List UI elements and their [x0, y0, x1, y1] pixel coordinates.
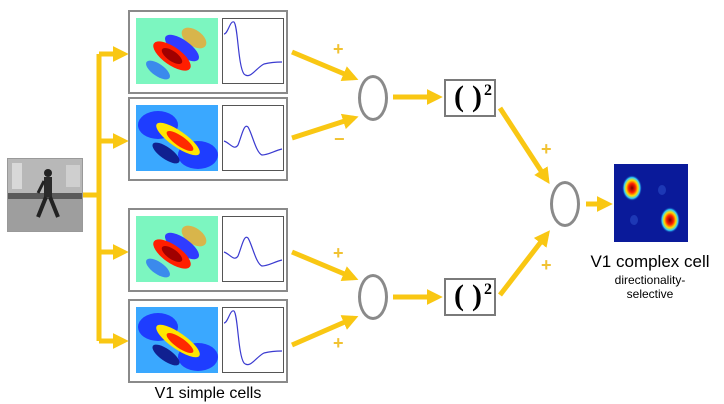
sign-plus: + [333, 243, 344, 263]
gabor-filter-icon [136, 307, 218, 373]
simple-cell-4 [128, 299, 288, 383]
connector-arrows [83, 45, 613, 350]
paren-close: ) [472, 279, 482, 312]
simple-cells-label: V1 simple cells [154, 385, 262, 402]
exponent: 2 [484, 281, 492, 298]
gabor-filter-icon [136, 216, 218, 282]
sign-minus: − [334, 129, 345, 149]
square-operator-2: ( ) 2 [444, 278, 496, 316]
sign-plus: + [541, 255, 552, 275]
impulse-response-icon [222, 216, 284, 282]
sum-node-3 [550, 181, 580, 227]
complex-cell-response-heatmap-icon [614, 164, 688, 242]
arrow-simple-2-to-sum-1 [291, 113, 359, 141]
sign-plus: + [333, 39, 344, 59]
complex-cell-sublabel-1: directionality- [614, 273, 686, 287]
impulse-response-icon [222, 105, 284, 171]
sign-plus: + [333, 333, 344, 353]
gabor-filter-icon [136, 18, 218, 84]
paren-open: ( [454, 80, 464, 113]
complex-cell-label: V1 complex cell [590, 252, 710, 271]
impulse-response-icon [222, 18, 284, 84]
walking-person-icon [8, 159, 82, 231]
simple-cell-3 [128, 208, 288, 292]
arrow-simple-3-to-sum-2 [291, 249, 359, 282]
arrow-square-1-to-sum-3 [497, 106, 550, 185]
gabor-filter-icon [136, 105, 218, 171]
impulse-response-icon [222, 307, 284, 373]
exponent: 2 [484, 82, 492, 99]
paren-close: ) [472, 80, 482, 113]
sign-plus: + [541, 139, 552, 159]
arrow-simple-1-to-sum-1 [291, 49, 359, 82]
paren-open: ( [454, 279, 464, 312]
arrow-square-2-to-sum-3 [498, 230, 550, 297]
sum-node-2 [358, 274, 388, 320]
sum-node-1 [358, 75, 388, 121]
complex-cell-output [614, 164, 688, 242]
arrow-simple-4-to-sum-2 [291, 315, 359, 348]
simple-cell-1 [128, 10, 288, 94]
square-operator-1: ( ) 2 [444, 79, 496, 117]
complex-cell-sublabel-2: selective [626, 287, 674, 301]
input-walking-person-photo [7, 158, 83, 232]
simple-cell-2 [128, 97, 288, 181]
